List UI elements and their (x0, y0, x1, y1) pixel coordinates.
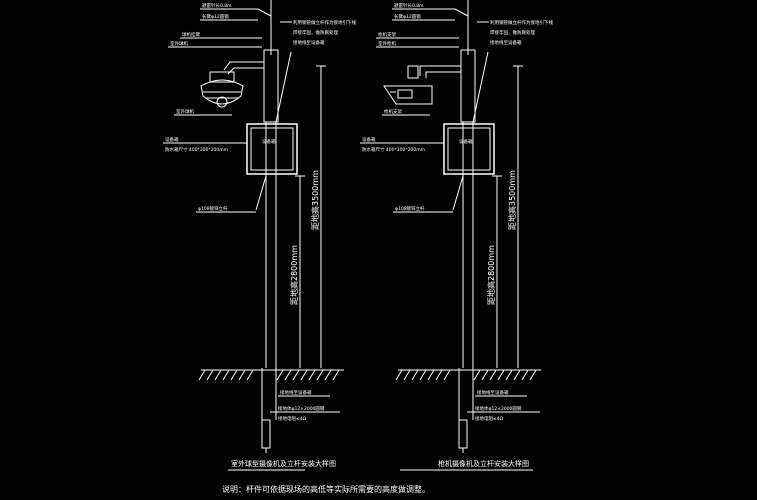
right-height-box: 距地高2800mm (486, 245, 496, 305)
left-dimensions: 距地高3500mm 距地高2800mm (289, 65, 326, 368)
left-cable-lower (255, 175, 267, 211)
right-ground-rod (458, 419, 468, 449)
left-label-camera: 室外球机 (170, 40, 188, 47)
right-label-arm: 长臂φ12圆钢 (394, 13, 421, 20)
right-label-bracket: 枪机支架 (378, 31, 396, 38)
right-label-rod: 避雷针长0.8m (394, 2, 424, 9)
left-ground-rod (261, 419, 271, 449)
left-box-label: 设备箱 (262, 138, 276, 145)
right-label-box-size: 防水箱尺寸 400*300*200mm (362, 146, 425, 153)
right-label-camera: 室外枪机 (378, 40, 396, 47)
right-equipment-box (443, 123, 495, 175)
left-label-camera-2: 室外球机 (176, 108, 194, 115)
bullet-camera-icon (383, 85, 433, 105)
right-box-label: 设备箱 (459, 138, 473, 145)
right-equipment-box-door (447, 127, 491, 171)
right-mast-top (460, 49, 476, 123)
right-note-1: 焊接牢固，做防腐处理 (490, 29, 535, 36)
right-support-arm (472, 51, 489, 123)
left-pole-assembly: 设备箱 避雷针长0.8m 长臂φ12圆钢 球机挂臂 室外球机 室外球机 设备箱 … (163, 0, 356, 471)
right-pole-assembly: 设备箱 避雷针长0.8m 长臂φ12圆钢 枪机支架 室外枪机 枪机支架 设备箱 … (360, 0, 553, 471)
left-height-total: 距地高3500mm (310, 170, 320, 230)
right-camera-arm (419, 65, 461, 76)
footer-note: 说明：杆件可依据现场的高低等实际所需要的高度做调整。 (222, 484, 430, 494)
left-ground-note: 接地线至设备箱 (280, 389, 312, 396)
left-camera-arm (223, 61, 264, 71)
right-dimensions: 距地高3500mm 距地高2800mm (486, 65, 523, 368)
ground-line (198, 369, 541, 381)
left-ground-rod-label: 接地体φ12×2000圆钢 (278, 405, 325, 412)
left-equipment-box-door (250, 127, 294, 171)
right-camera-mount (407, 65, 419, 79)
right-cable-lower (452, 175, 464, 211)
left-notes: 利用钢管做立杆作为接地引下线 焊接牢固，做防腐处理 接地线至设备箱 (280, 19, 356, 46)
right-label-box: 设备箱 (362, 136, 376, 143)
left-ground-resistance: 接地电阻≤4Ω (278, 415, 307, 422)
right-label-bracket-2: 枪机支架 (384, 108, 402, 115)
right-caption: 枪机摄像机及立杆安装大样图 (438, 459, 529, 468)
right-ground-note: 接地线至设备箱 (477, 389, 509, 396)
left-ground-labels: 接地线至设备箱 接地体φ12×2000圆钢 接地电阻≤4Ω (270, 389, 340, 422)
left-label-box-size: 防水箱尺寸 400*300*200mm (165, 146, 228, 153)
left-note-0: 利用钢管做立杆作为接地引下线 (293, 19, 356, 26)
left-support-arm (275, 51, 292, 123)
left-note-2: 接地线至设备箱 (293, 39, 325, 46)
right-ground-rod-label: 接地体φ12×2000圆钢 (475, 405, 522, 412)
right-height-total: 距地高3500mm (507, 170, 517, 230)
left-equipment-box (246, 123, 298, 175)
left-caption: 室外球型摄像机及立杆安装大样图 (231, 459, 336, 468)
left-label-bracket: 球机挂臂 (182, 31, 200, 38)
left-mast-top (263, 49, 279, 123)
left-label-arm: 长臂φ12圆钢 (202, 13, 229, 20)
left-labels: 避雷针长0.8m 长臂φ12圆钢 球机挂臂 室外球机 室外球机 设备箱 防水箱尺… (163, 2, 272, 213)
left-height-box: 距地高2800mm (289, 245, 299, 305)
right-note-2: 接地线至设备箱 (490, 39, 522, 46)
right-notes: 利用钢管做立杆作为接地引下线 焊接牢固，做防腐处理 接地线至设备箱 (477, 19, 553, 46)
left-label-pole: φ108镀锌立杆 (198, 205, 228, 212)
left-label-box: 设备箱 (165, 136, 179, 143)
dome-camera-icon (200, 71, 244, 108)
right-note-0: 利用钢管做立杆作为接地引下线 (490, 19, 553, 26)
left-note-1: 焊接牢固，做防腐处理 (293, 29, 338, 36)
right-labels: 避雷针长0.8m 长臂φ12圆钢 枪机支架 室外枪机 枪机支架 设备箱 防水箱尺… (360, 2, 469, 213)
right-ground-labels: 接地线至设备箱 接地体φ12×2000圆钢 接地电阻≤4Ω (467, 389, 540, 422)
right-ground-resistance: 接地电阻≤4Ω (475, 415, 504, 422)
left-label-rod: 避雷针长0.8m (202, 2, 232, 9)
right-camera-arm-inner (425, 71, 461, 78)
left-camera-arm-inner (227, 67, 264, 75)
right-label-pole: φ108镀锌立杆 (395, 205, 425, 212)
